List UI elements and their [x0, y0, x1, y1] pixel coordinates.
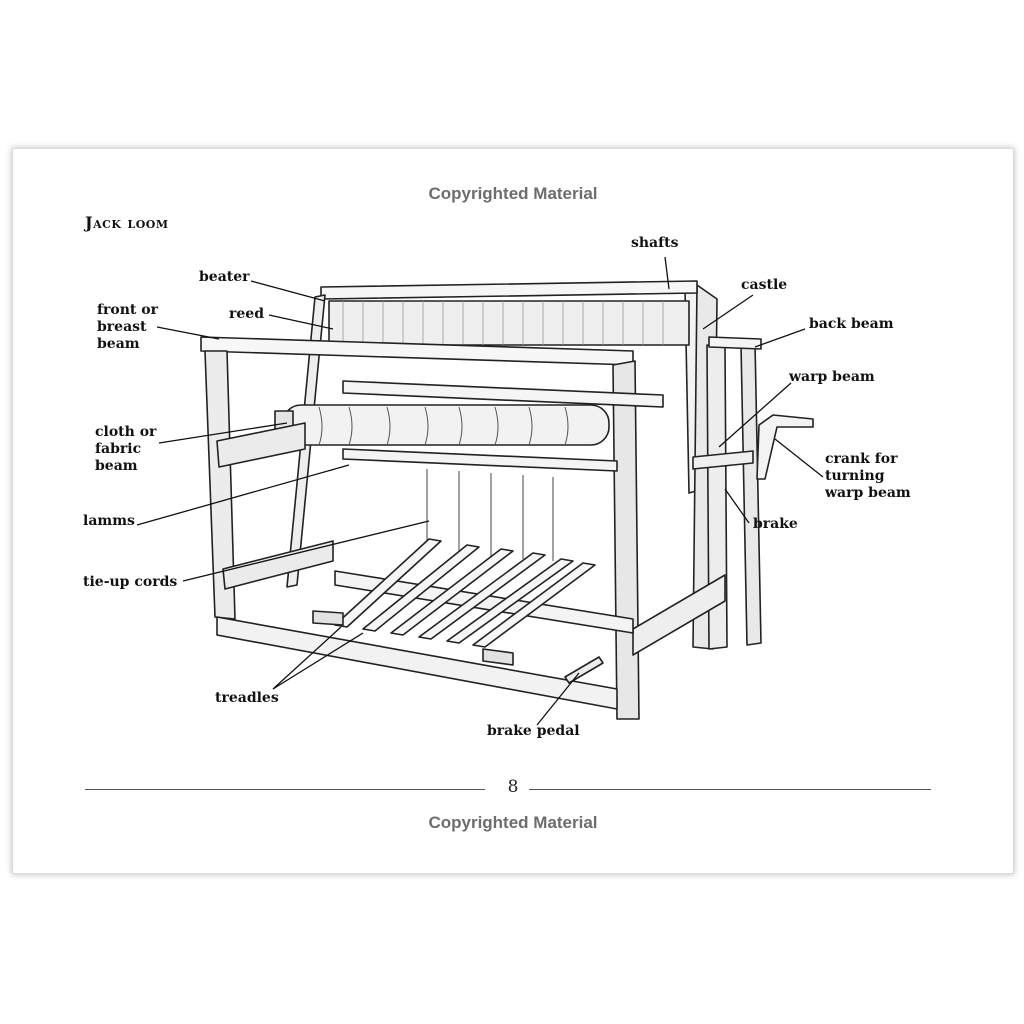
leader-crank	[774, 438, 824, 478]
label-reed: reed	[229, 306, 264, 322]
diagram-title: Jack loom	[85, 213, 169, 232]
label-tie-up-cords: tie-up cords	[83, 574, 178, 590]
footer-rule-right	[529, 789, 931, 790]
treadle	[362, 544, 480, 632]
label-shafts: shafts	[631, 235, 679, 251]
reed	[328, 300, 690, 346]
left-front-leg	[204, 350, 236, 620]
label-back-beam: back beam	[809, 316, 894, 332]
label-lamms: lamms	[83, 513, 135, 529]
cloth-beam	[282, 404, 610, 446]
leader-treadles-1	[272, 626, 342, 690]
right-front-leg	[612, 360, 640, 720]
book-page: Copyrighted Material Jack loom	[12, 148, 1014, 874]
base-front-rail	[216, 616, 618, 710]
leader-tie-up-cords	[182, 520, 430, 582]
brake-pedal-bar	[564, 656, 604, 684]
treadle	[446, 558, 574, 644]
loom-illustration	[136, 256, 824, 726]
leader-back-beam	[754, 328, 806, 348]
treadle	[390, 548, 514, 636]
label-treadles: treadles	[215, 690, 279, 706]
label-front-beam: front or breast beam	[97, 302, 158, 352]
treadle	[334, 538, 442, 628]
back-beam-post	[740, 342, 762, 646]
shafts-top-bar	[320, 280, 698, 300]
left-cross-rail	[216, 422, 306, 468]
treadle-pivot-block	[312, 610, 344, 626]
crank-handle	[756, 414, 814, 480]
label-castle: castle	[741, 277, 788, 293]
leader-treadles-2	[272, 632, 364, 690]
label-warp-beam: warp beam	[789, 369, 875, 385]
label-beater: beater	[199, 269, 250, 285]
label-brake-pedal: brake pedal	[487, 723, 580, 739]
side-rail-right	[632, 574, 726, 656]
label-crank: crank for turning warp beam	[825, 451, 911, 501]
leader-reed	[268, 314, 334, 330]
leader-front-beam	[156, 326, 220, 340]
treadle-end-block	[482, 648, 514, 666]
treadle	[418, 552, 546, 640]
left-lower-rail	[222, 540, 334, 590]
page-number: 8	[507, 777, 519, 797]
leader-castle	[702, 294, 754, 330]
leader-warp-beam	[718, 382, 792, 448]
back-beam	[708, 336, 762, 350]
copyright-watermark-bottom: Copyrighted Material	[428, 813, 598, 832]
label-cloth-beam: cloth or fabric beam	[95, 424, 157, 474]
leader-lamms	[136, 464, 350, 526]
leader-brake-pedal	[536, 672, 580, 726]
inner-shelf	[342, 380, 664, 408]
lamm-bar	[342, 448, 618, 472]
leader-beater	[250, 280, 326, 302]
treadle	[472, 562, 596, 648]
copyright-watermark-top: Copyrighted Material	[428, 184, 598, 203]
footer-rule-left	[85, 789, 485, 790]
leader-brake	[724, 488, 750, 524]
warp-beam-axle	[692, 450, 754, 470]
leader-cloth-beam	[158, 422, 288, 444]
label-brake: brake	[753, 516, 798, 532]
leader-shafts	[664, 256, 670, 290]
